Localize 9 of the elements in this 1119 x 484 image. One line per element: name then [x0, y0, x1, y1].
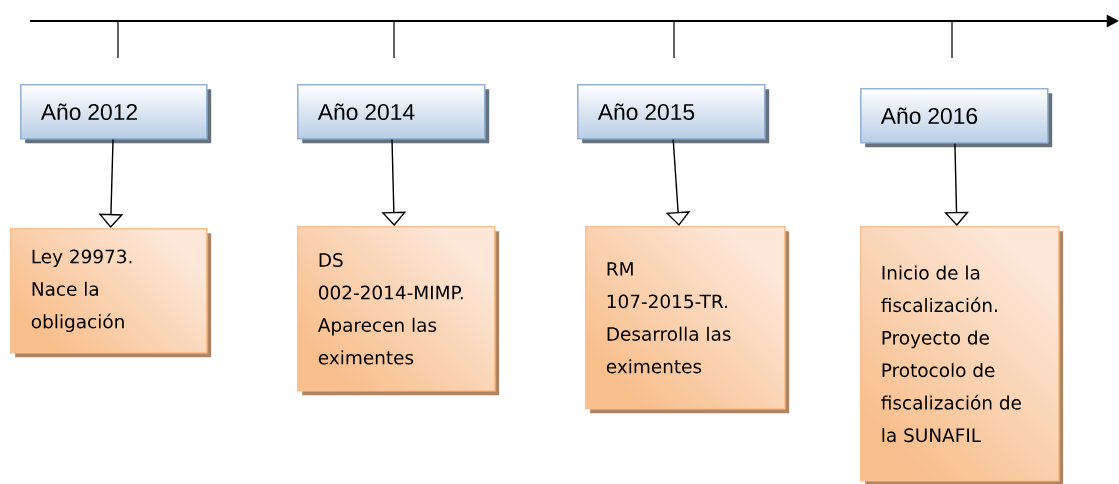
event-box: RM 107-2015-TR. Desarrolla las eximentes [585, 226, 790, 414]
year-box: Año 2012 [20, 84, 212, 144]
event-box: Ley 29973. Nace la obligación [10, 228, 212, 358]
year-box: Año 2015 [577, 84, 770, 144]
year-box: Año 2016 [860, 88, 1053, 148]
year-box: Año 2014 [297, 84, 490, 144]
event-box: DS 002-2014-MIMP. Aparecen las eximentes [297, 226, 500, 396]
event-box: Inicio de la fiscalización. Proyecto de Protocolo de fiscalización de la SUNAFIL [860, 226, 1064, 484]
arrow [944, 142, 969, 226]
